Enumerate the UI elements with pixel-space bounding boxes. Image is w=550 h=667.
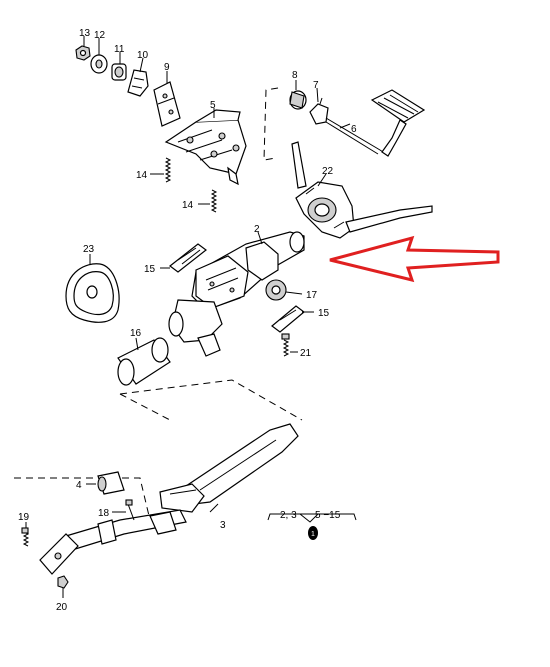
- part-17-gear-ring: [265, 279, 287, 301]
- callout-20: 20: [56, 602, 68, 613]
- callout-8: 8: [292, 70, 298, 81]
- callout-4: 4: [76, 480, 82, 491]
- callout-16: 16: [130, 328, 142, 339]
- part-14-spring-upper: [164, 157, 172, 183]
- callout-10: 10: [137, 50, 149, 61]
- callout-12: 12: [94, 30, 106, 41]
- part-19-joint: [39, 533, 79, 575]
- part-10-clip: [127, 69, 149, 97]
- part-5-mounting-bracket: [164, 109, 247, 186]
- part-21-bolt: [281, 333, 290, 357]
- callout-18: 18: [98, 508, 110, 519]
- part-4-connector: [97, 471, 125, 495]
- dashed-outline-lower: [14, 379, 303, 521]
- part-3-intermediate-shaft: [65, 423, 299, 551]
- part-6-adjustment-lever: [325, 89, 426, 157]
- note-symbol-text: 1: [311, 531, 315, 538]
- part-15-label-plate-left: [169, 243, 207, 273]
- part-13-nut: [75, 45, 91, 61]
- callout-21: 21: [300, 348, 312, 359]
- callout-17: 17: [306, 290, 318, 301]
- part-18-bolt: [125, 499, 135, 521]
- part-15-label-plate-right: [271, 305, 305, 333]
- part-12-washer: [90, 54, 108, 74]
- pointer-arrow: [329, 235, 500, 283]
- dashed-outline-upper: [263, 87, 279, 161]
- part-7-lever: [309, 97, 329, 125]
- callout-22: 22: [322, 166, 334, 177]
- callout-15-left: 15: [144, 264, 156, 275]
- callout-7: 7: [313, 80, 319, 91]
- callout-14-upper: 14: [136, 170, 148, 181]
- reference-symbol: [308, 526, 318, 540]
- callout-6: 6: [351, 124, 357, 135]
- part-22-combination-switch: [291, 141, 433, 239]
- callout-5: 5: [210, 100, 216, 111]
- part-23-trim-ring: [65, 263, 120, 323]
- part-9-bracket-plate: [153, 81, 181, 127]
- note-right-label: 5 −15: [315, 510, 341, 521]
- part-14-spring-lower: [210, 189, 218, 213]
- callout-9: 9: [164, 62, 170, 73]
- part-16-sleeve: [117, 337, 171, 386]
- callout-19: 19: [18, 512, 30, 523]
- callout-15-right: 15: [318, 308, 330, 319]
- callout-23: 23: [83, 244, 95, 255]
- part-11-bushing: [111, 63, 127, 81]
- callout-11: 11: [114, 44, 125, 55]
- callout-13: 13: [79, 28, 91, 39]
- part-8-clamp: [289, 90, 307, 110]
- callout-3: 3: [220, 520, 226, 531]
- callout-2: 2: [254, 224, 260, 235]
- note-left-label: 2, 3: [280, 510, 297, 521]
- reference-note: [267, 513, 357, 540]
- callout-14-lower: 14: [182, 200, 194, 211]
- part-2-steering-column: [168, 231, 305, 357]
- part-20-nut: [57, 575, 69, 589]
- part-19-bolt: [21, 527, 30, 547]
